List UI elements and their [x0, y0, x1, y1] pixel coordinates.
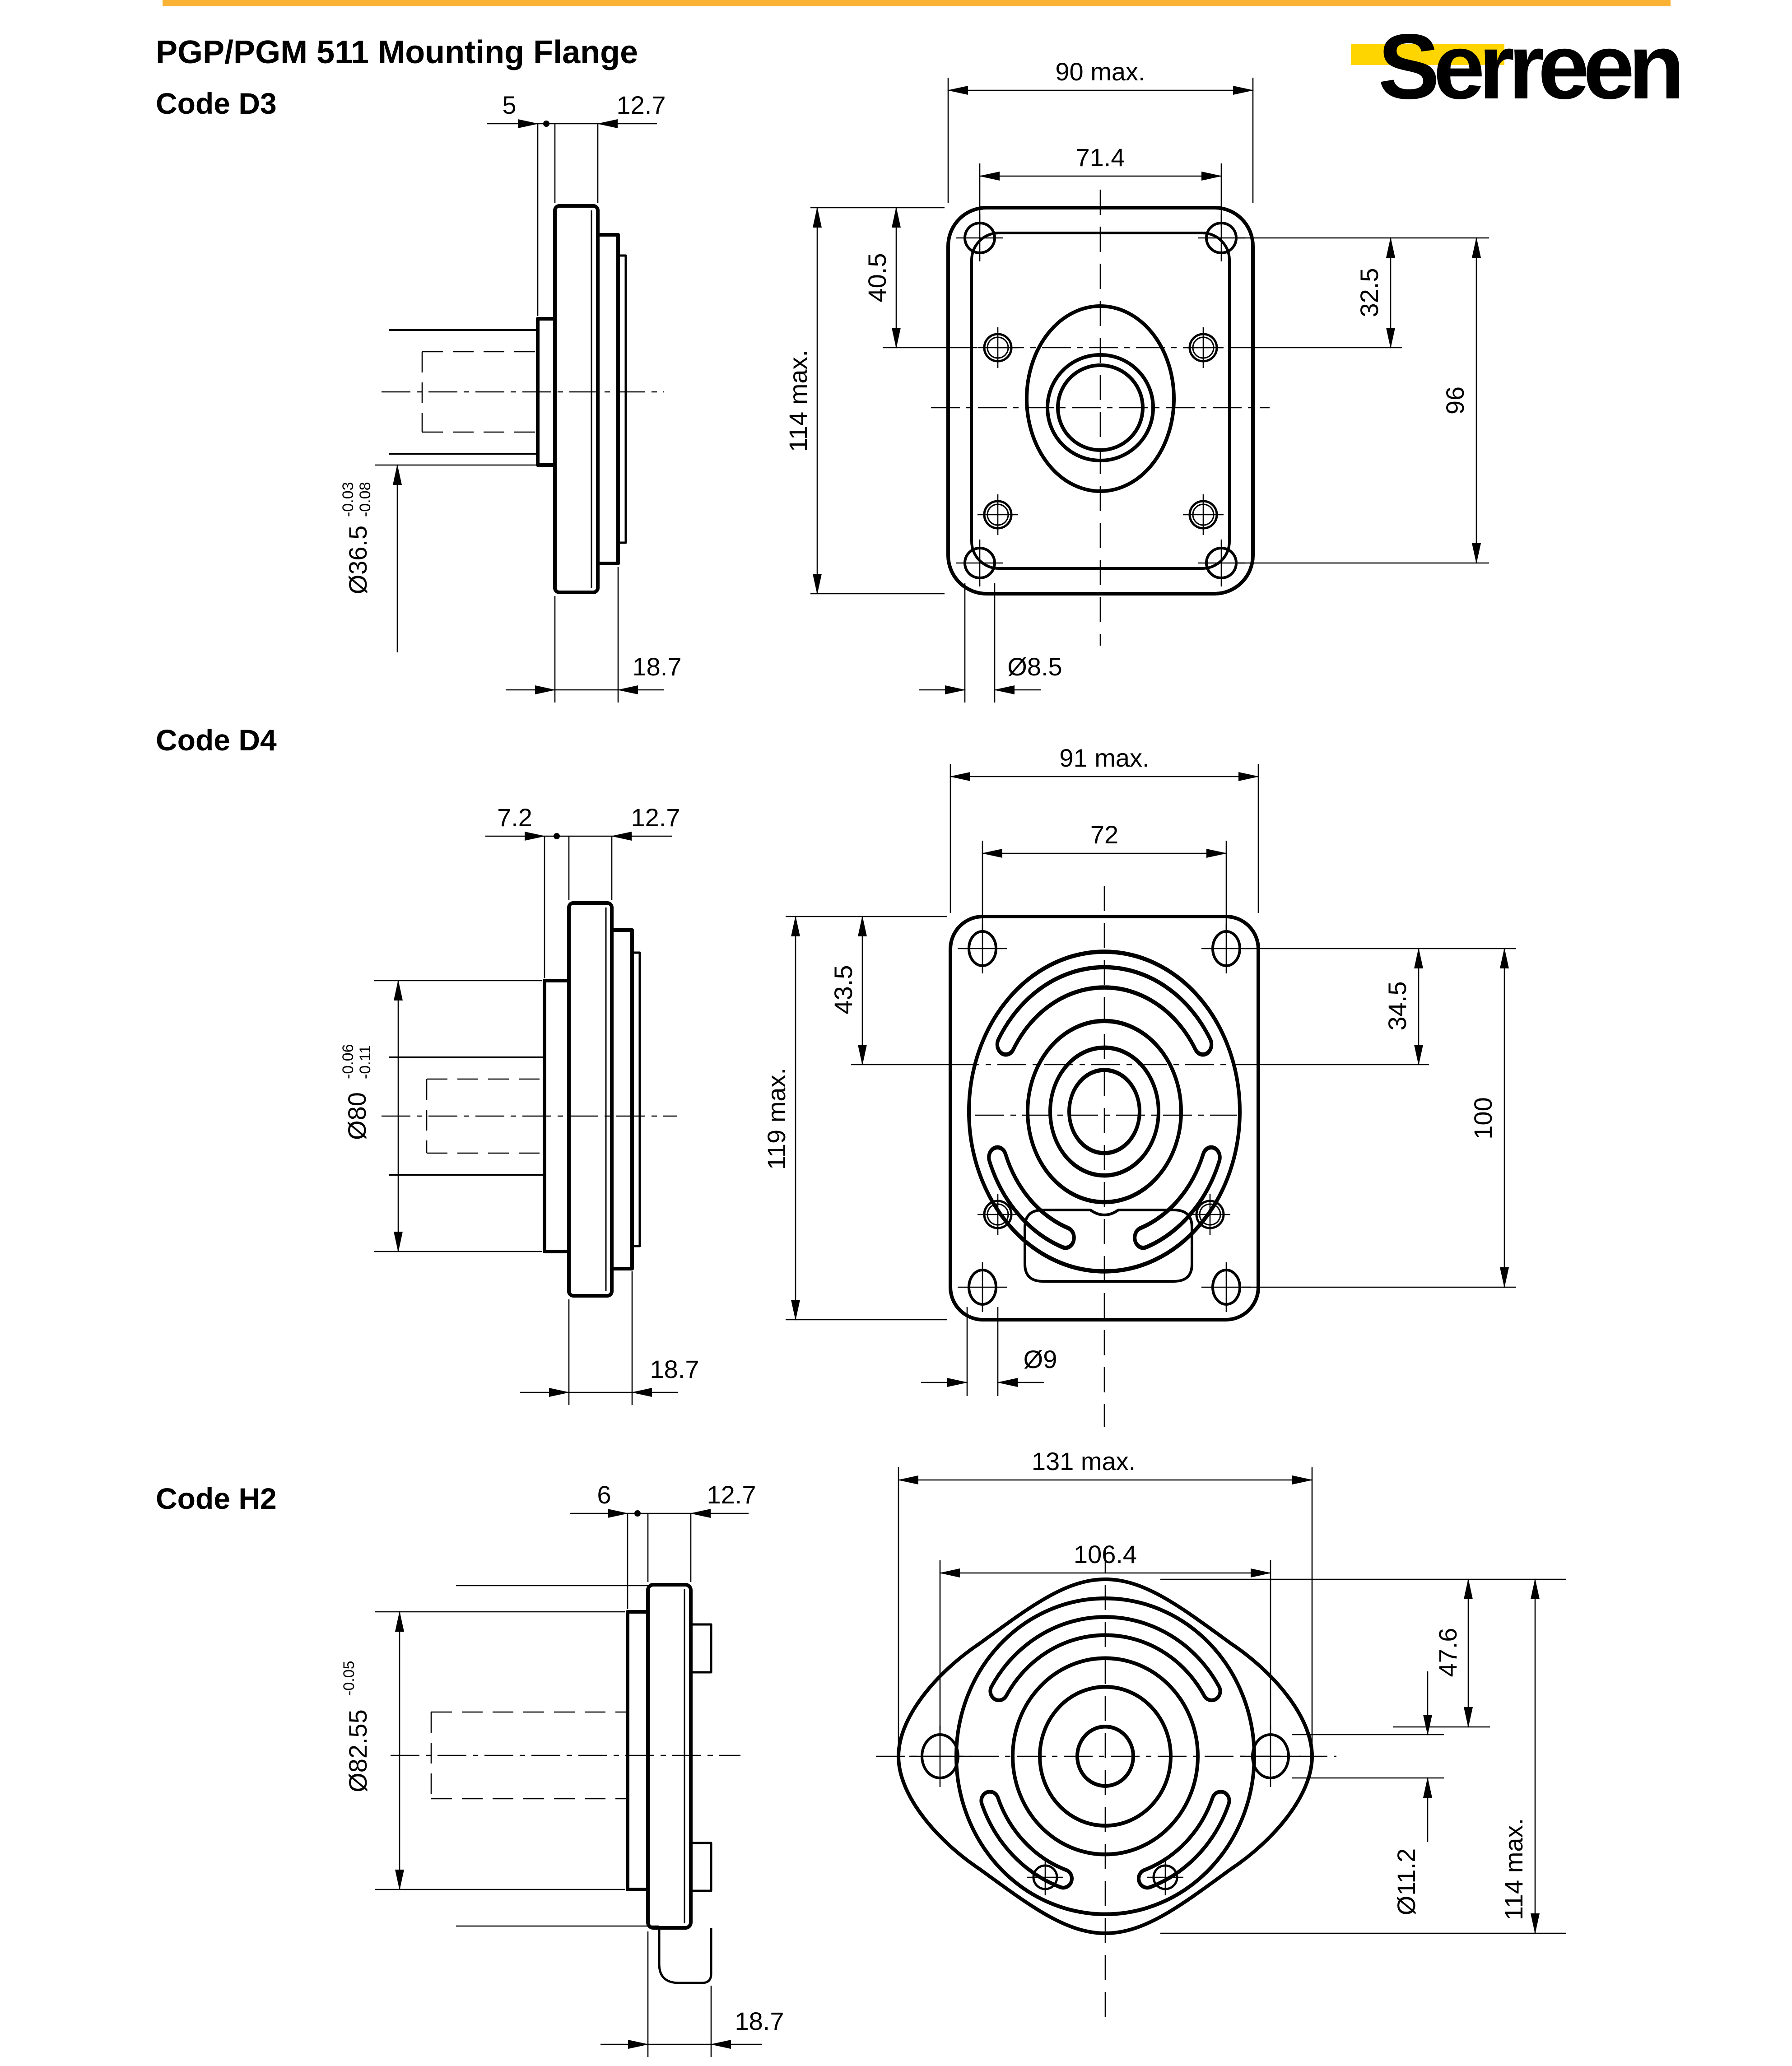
dim-side-offset: 34.5 — [1383, 982, 1411, 1031]
d4-front-view — [851, 886, 1429, 1427]
d3-side-dimensions: 5 12.7 Ø36.5 -0.03 -0.08 18.7 — [340, 91, 682, 703]
h2-side-dimensions: 6 12.7 Ø82.55 -0.05 18.7 — [340, 1480, 784, 2057]
d4-front-dimensions: 91 max. 72 43.5 119 max. 34.5 100 Ø9 — [762, 744, 1516, 1396]
dim-flange-thickness: 12.7 — [617, 91, 666, 119]
dim-upper-offset: 47.6 — [1434, 1628, 1462, 1677]
h2-front-view — [876, 1548, 1336, 2018]
threaded-hole — [977, 1194, 1230, 1235]
dim-mount-depth: 18.7 — [633, 652, 682, 681]
dim-upper-offset: 43.5 — [829, 965, 857, 1014]
code-d3-section: Code D3 5 12.7 — [156, 57, 1489, 703]
dim-bolt-spacing-vertical: 96 — [1441, 386, 1469, 414]
threaded-hole — [977, 327, 1224, 535]
dim-shaft-tolerance-upper: -0.05 — [340, 1661, 358, 1696]
section-label-d4: Code D4 — [156, 723, 277, 757]
drain-cutout — [1024, 1209, 1193, 1283]
d4-side-dimensions: 7.2 12.7 Ø80 -0.06 -0.11 18.7 — [340, 803, 699, 1405]
dim-overall-height: 114 max. — [784, 350, 812, 452]
dim-flange-thickness: 12.7 — [707, 1480, 756, 1509]
dim-side-offset: 32.5 — [1355, 268, 1383, 317]
dim-overall-height: 119 max. — [762, 1068, 791, 1170]
dim-pilot-width: 6 — [597, 1480, 611, 1509]
accent-bar — [163, 0, 1671, 6]
body-step-outline — [610, 928, 634, 1270]
dim-mount-depth: 18.7 — [735, 2007, 784, 2035]
d3-front-dimensions: 90 max. 71.4 40.5 114 max. 32.5 96 Ø8.5 — [784, 57, 1489, 703]
flange-outline — [646, 1583, 693, 1930]
code-d4-section: Code D4 7.2 12.7 — [156, 723, 1516, 1427]
dim-shaft-tolerance-upper: -0.06 — [340, 1044, 357, 1080]
body-step-outline — [689, 1623, 712, 1674]
dim-bolt-spacing-horizontal: 72 — [1090, 820, 1118, 849]
dim-bolt-hole-diameter: Ø11.2 — [1392, 1848, 1420, 1915]
dim-shaft-tolerance-lower: -0.08 — [357, 482, 374, 517]
dim-shaft-diameter: Ø36.5 — [344, 526, 372, 595]
bolt-hole — [956, 214, 1245, 586]
d3-front-view — [883, 190, 1402, 646]
dim-mount-depth: 18.7 — [650, 1355, 699, 1383]
dim-pilot-width: 7.2 — [497, 803, 532, 832]
dim-overall-width: 90 max. — [1055, 57, 1145, 86]
h2-side-view — [391, 1583, 740, 1984]
logo-dash-icon — [1351, 44, 1504, 65]
flange-plate-outline — [949, 915, 1260, 1321]
dim-bolt-hole-diameter: Ø9 — [1024, 1345, 1057, 1373]
logo-text: Serreen — [1378, 15, 1679, 118]
h2-front-dimensions: 131 max. 106.4 47.6 Ø11.2 114 max. — [898, 1447, 1566, 1934]
dim-shaft-diameter: Ø80 — [343, 1092, 371, 1140]
dim-bolt-spacing-vertical: 100 — [1469, 1097, 1497, 1139]
section-label-d3: Code D3 — [156, 87, 277, 120]
code-h2-section: Code H2 6 12.7 — [156, 1447, 1566, 2057]
page-title: PGP/PGM 511 Mounting Flange — [156, 34, 638, 70]
dim-shaft-tolerance-lower: -0.11 — [357, 1045, 374, 1079]
dim-overall-height: 114 max. — [1499, 1818, 1528, 1920]
dim-pilot-width: 5 — [502, 91, 516, 119]
brand-logo: Serreen — [1351, 15, 1685, 118]
dim-flange-thickness: 12.7 — [631, 803, 680, 832]
dim-bolt-hole-diameter: Ø8.5 — [1007, 652, 1062, 681]
dim-bolt-spacing-horizontal: 71.4 — [1076, 143, 1125, 172]
header: PGP/PGM 511 Mounting Flange Serreen — [156, 0, 1685, 118]
d3-side-view — [382, 204, 664, 594]
section-label-h2: Code H2 — [156, 1482, 277, 1515]
dim-upper-offset: 40.5 — [863, 253, 891, 302]
dim-shaft-diameter: Ø82.55 — [344, 1709, 372, 1792]
d4-side-view — [382, 901, 677, 1298]
lower-body-outline — [658, 1928, 712, 1984]
dim-bolt-spacing-horizontal: 106.4 — [1074, 1540, 1137, 1568]
body-step-outline — [596, 233, 620, 565]
dim-shaft-tolerance-upper: -0.03 — [340, 482, 357, 517]
dim-overall-width: 91 max. — [1059, 744, 1149, 772]
threaded-hole — [1027, 1859, 1183, 1895]
dim-overall-width: 131 max. — [1032, 1447, 1136, 1475]
pilot-outline — [626, 1610, 650, 1891]
